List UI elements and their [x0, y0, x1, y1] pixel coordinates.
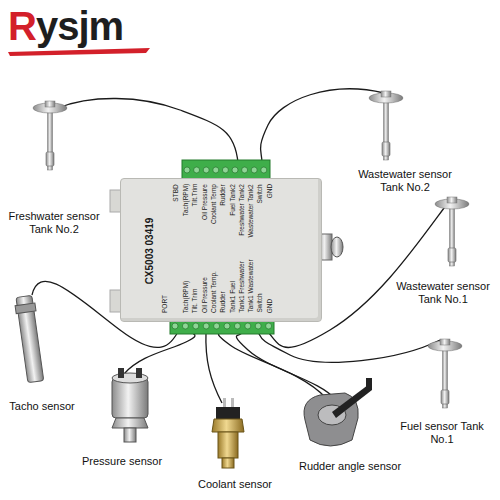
sensor-label: Tacho sensor	[2, 400, 82, 413]
terminal-label: Tach(RPM)	[183, 184, 190, 217]
fuel-sensor-1	[428, 339, 462, 408]
terminal-label: Rudder	[220, 184, 227, 205]
coolant-sensor	[212, 398, 244, 468]
terminal-label: Freshwater Tank2	[239, 184, 246, 236]
terminal-label: Tilt.Trim	[192, 184, 199, 207]
terminal-label: Oil Pressure	[201, 184, 208, 220]
terminal-label: Wastewater Tank2	[248, 184, 255, 237]
terminal-label: Tach(RPM)	[183, 280, 190, 313]
terminal-label: Coolant Temp	[211, 184, 218, 224]
terminal-label: Rudder	[220, 292, 227, 313]
wastewater-sensor-2	[369, 91, 403, 160]
sensor-label: Fuel sensor Tank No.1	[392, 420, 492, 446]
pressure-sensor	[112, 368, 148, 442]
terminal-label: GND	[266, 299, 273, 313]
terminal-label: Oil Pressure	[201, 277, 208, 313]
rudder-angle-sensor	[304, 378, 372, 446]
terminal-label: PORT	[162, 295, 169, 313]
sensor-label: Pressure sensor	[72, 455, 172, 468]
terminal-label: GND	[266, 184, 273, 198]
model-number: CX5003 03419	[144, 218, 155, 285]
tacho-sensor	[14, 295, 46, 383]
terminal-label: Tank1 Wastewater	[248, 260, 255, 313]
terminal-label: Tilt. Trim	[192, 288, 199, 313]
terminal-label: Switch	[257, 184, 264, 203]
wastewater-sensor-1	[435, 197, 469, 266]
freshwater-sensor-2	[33, 101, 67, 170]
sensor-label: Wastewater sensor Tank No.1	[388, 280, 498, 306]
sensor-label: Freshwater sensor Tank No.2	[2, 210, 106, 236]
wires	[32, 89, 450, 403]
terminal-label: Coolant Temp.	[211, 271, 218, 313]
brand-logo: Rysjm	[8, 4, 123, 49]
sensor-label: Wastewater sensor Tank No.2	[350, 168, 460, 194]
terminal-label: Tank1 Freshwater	[239, 261, 246, 313]
terminal-label: STBD	[173, 184, 180, 201]
terminal-label: Fuel Tank2	[229, 184, 236, 216]
terminal-blocks	[110, 160, 343, 334]
sensor-label: Coolant sensor	[190, 478, 280, 491]
logo-swoosh	[8, 48, 150, 56]
sensor-label: Rudder angle sensor	[290, 460, 410, 473]
terminal-label: Switch	[257, 294, 264, 313]
terminal-label: Tank1 Fuel	[229, 281, 236, 313]
